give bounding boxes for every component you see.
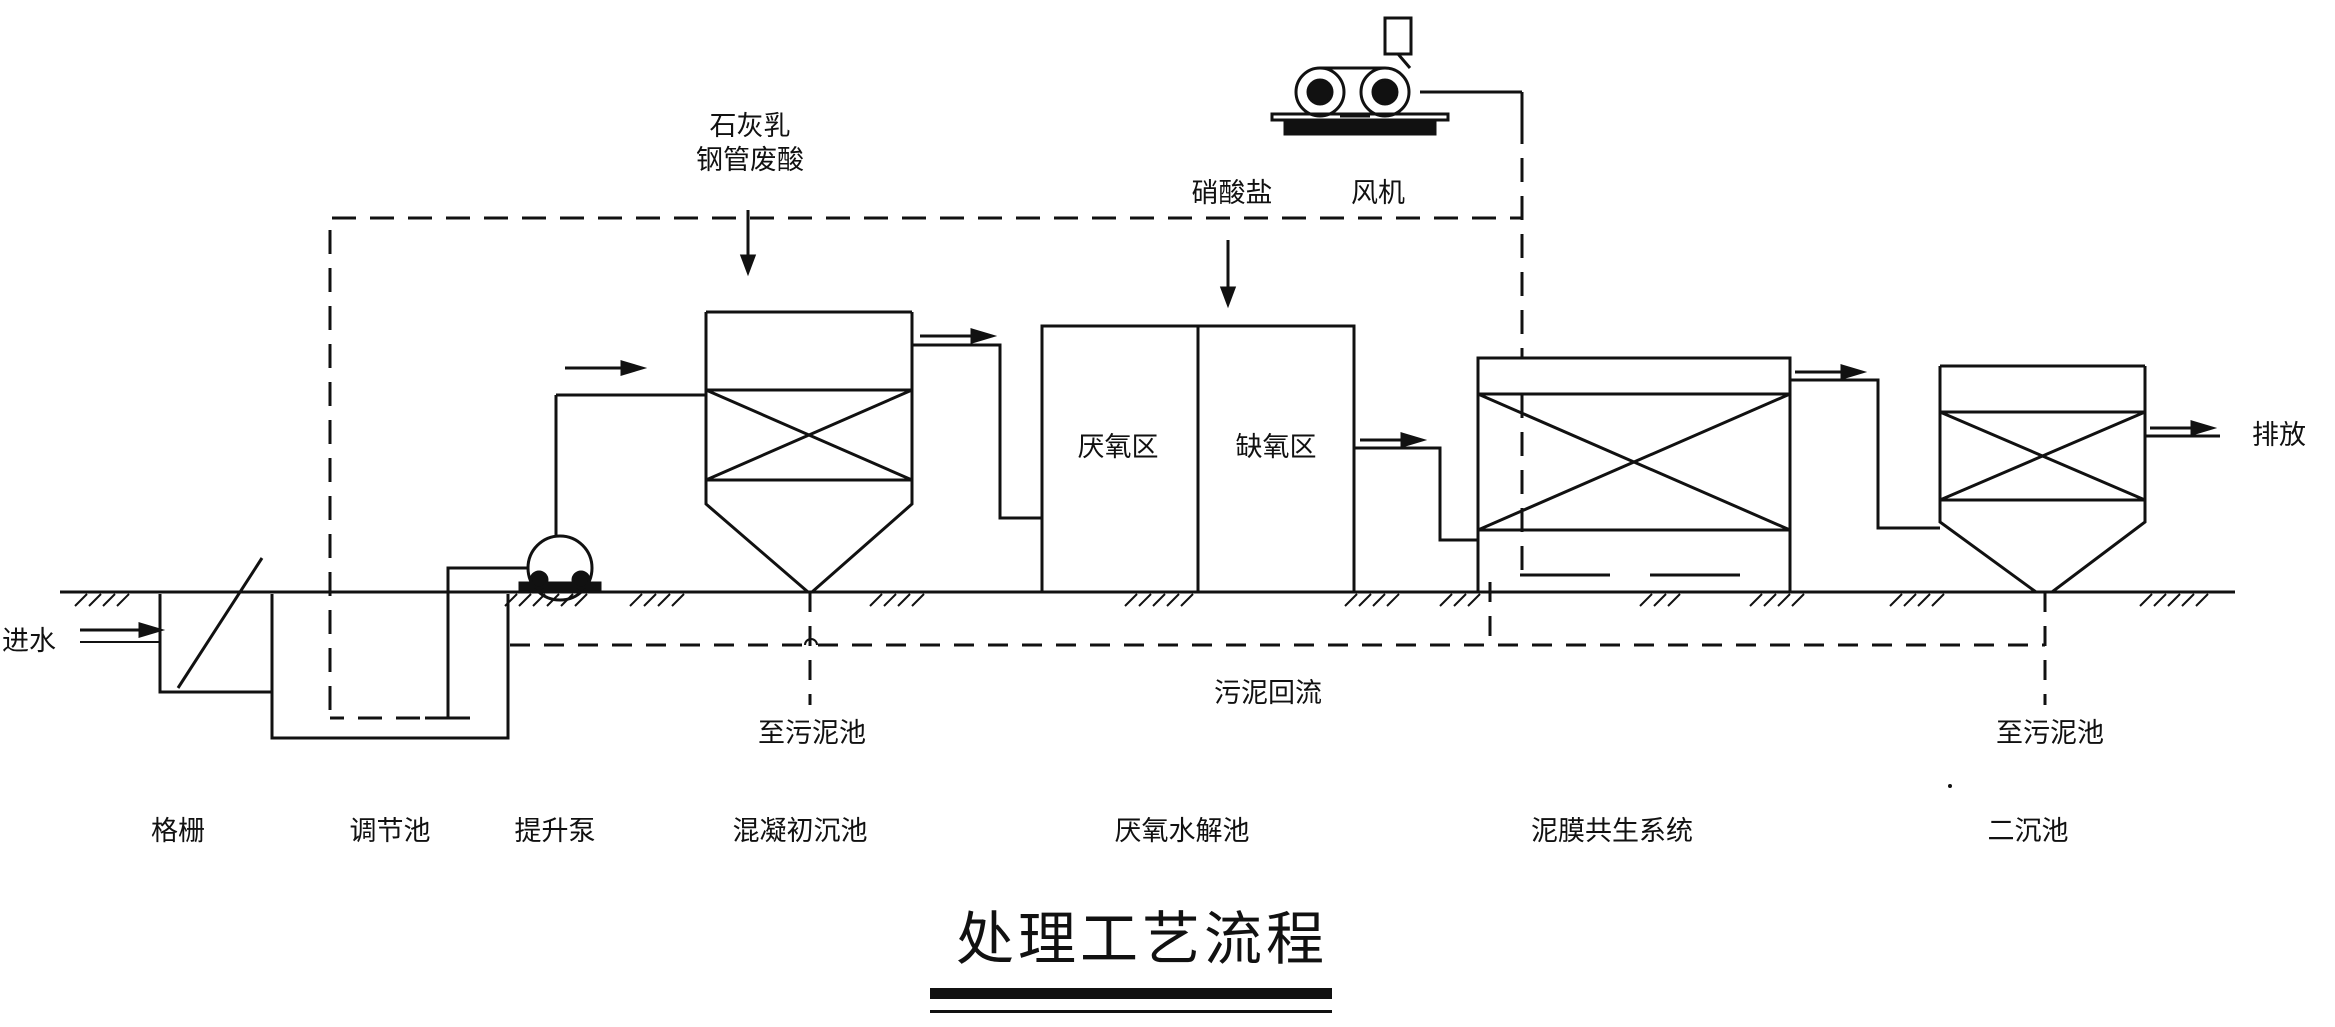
blower [1270,16,1524,136]
anaerobic-zone-label: 厌氧区 [1077,432,1159,463]
screen-grating [158,557,274,694]
ground-hatching [74,593,2209,607]
unit-label-hydrolysis: 厌氧水解池 [1114,816,1250,847]
pipe-to-biofilm [1354,431,1478,542]
unit-label-lift-pump: 提升泵 [514,816,596,847]
diagram-title: 处理工艺流程 [955,905,1329,973]
unit-label-equalization: 调节池 [349,816,431,847]
inlet-label: 进水 [2,626,56,657]
unit-label-coagulation: 混凝初沉池 [732,816,868,847]
equalization-tank [270,594,510,740]
secondary-clarifier [1938,364,2147,594]
lift-pump [518,393,706,602]
dosing-line [328,216,1522,720]
pump-suction-pipe [425,566,528,720]
unit-label-screen: 格栅 [151,816,205,847]
inlet-arrow [80,621,166,643]
pipe-to-clarifier [1790,363,1940,530]
flow-arrow-1 [565,359,648,377]
anoxic-zone-label: 缺氧区 [1235,432,1317,463]
to-sludge-pond-label-2: 至污泥池 [1996,718,2104,749]
speck [1948,784,1952,788]
discharge-arrow [2145,419,2220,438]
hydrolysis-tank [1040,324,1356,594]
biofilm-system-tank [1476,356,1792,594]
sludge-return-crossover [804,638,818,646]
to-sludge-pond-label-1: 至污泥池 [758,718,866,749]
lime-dosing-arrow [739,210,757,277]
sludge-return-label: 污泥回流 [1214,678,1322,709]
discharge-label: 排放 [2252,420,2306,451]
lime-label-line2: 钢管废酸 [696,144,804,176]
unit-label-clarifier: 二沉池 [1987,816,2069,847]
coagulation-settling-tank [704,310,914,594]
unit-label-biofilm: 泥膜共生系统 [1531,816,1693,847]
title-underline [930,988,1332,1013]
nitrate-dosing-arrow [1219,240,1237,309]
nitrate-label: 硝酸盐 [1191,178,1273,209]
lime-label: 石灰乳 钢管废酸 [696,110,804,178]
lime-label-line1: 石灰乳 [709,111,791,142]
pipe-to-hydrolysis [912,327,1042,520]
blower-label: 风机 [1351,178,1405,209]
sludge-return-line [510,582,2047,705]
